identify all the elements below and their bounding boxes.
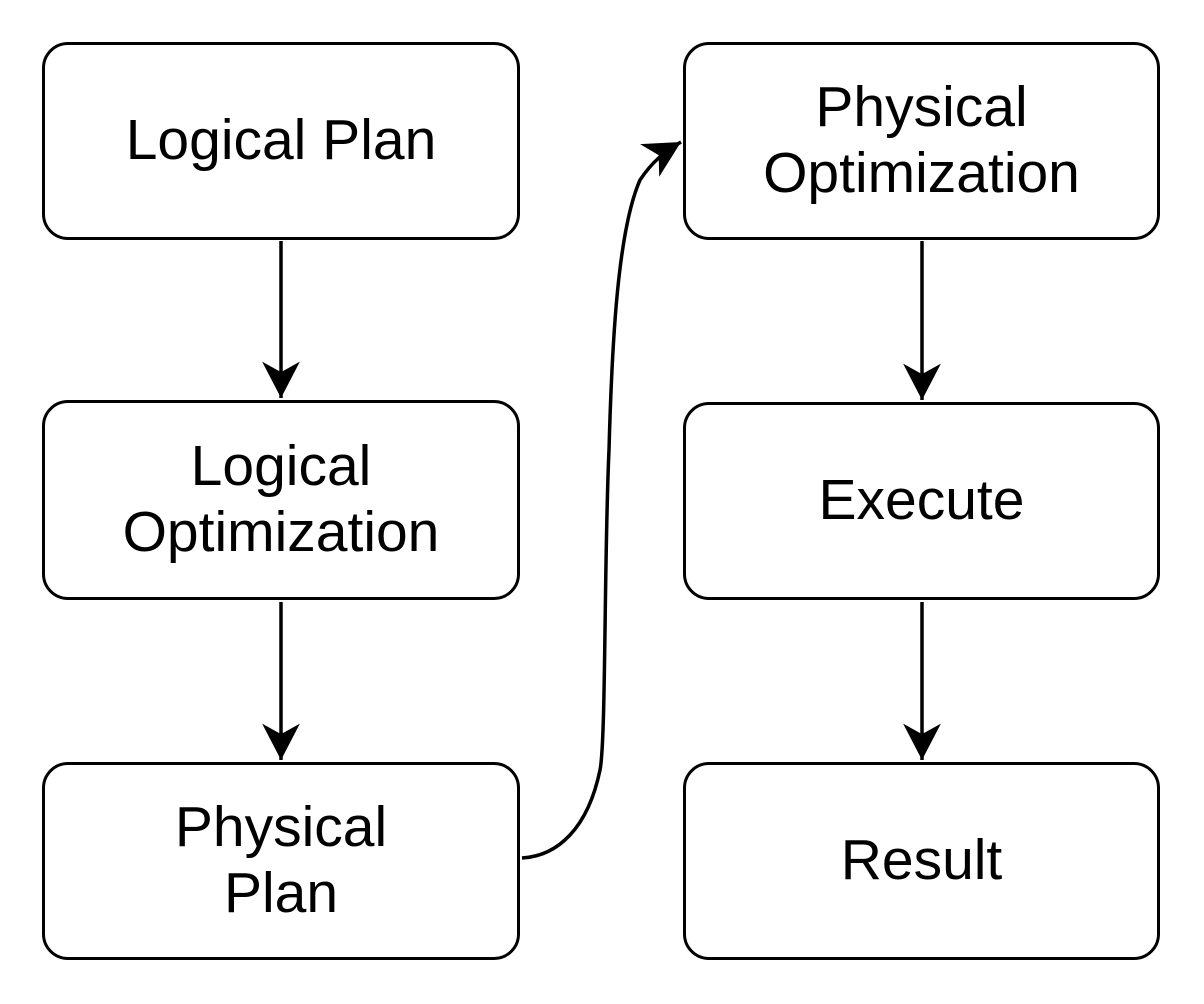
node-label-line: Result [840, 828, 1003, 893]
node-label-line: Execute [818, 468, 1025, 533]
node-label-line: Optimization [122, 500, 440, 564]
node-physical-plan: Physical Plan [42, 762, 520, 960]
edge-physical-plan-to-physical-optimization [521, 140, 682, 860]
node-label-line: Physical [174, 795, 388, 860]
node-result: Result [683, 762, 1160, 960]
node-label-line: Logical [190, 434, 372, 499]
node-logical-plan: Logical Plan [42, 42, 520, 240]
node-label-line: Physical [815, 75, 1028, 140]
node-execute: Execute [683, 402, 1160, 600]
node-physical-optimization: Physical Optimization [683, 42, 1160, 240]
node-label-line: Plan [223, 861, 339, 925]
node-label-line: Logical Plan [125, 108, 437, 173]
node-label-line: Optimization [763, 141, 1080, 205]
node-logical-optimization: Logical Optimization [42, 400, 520, 600]
